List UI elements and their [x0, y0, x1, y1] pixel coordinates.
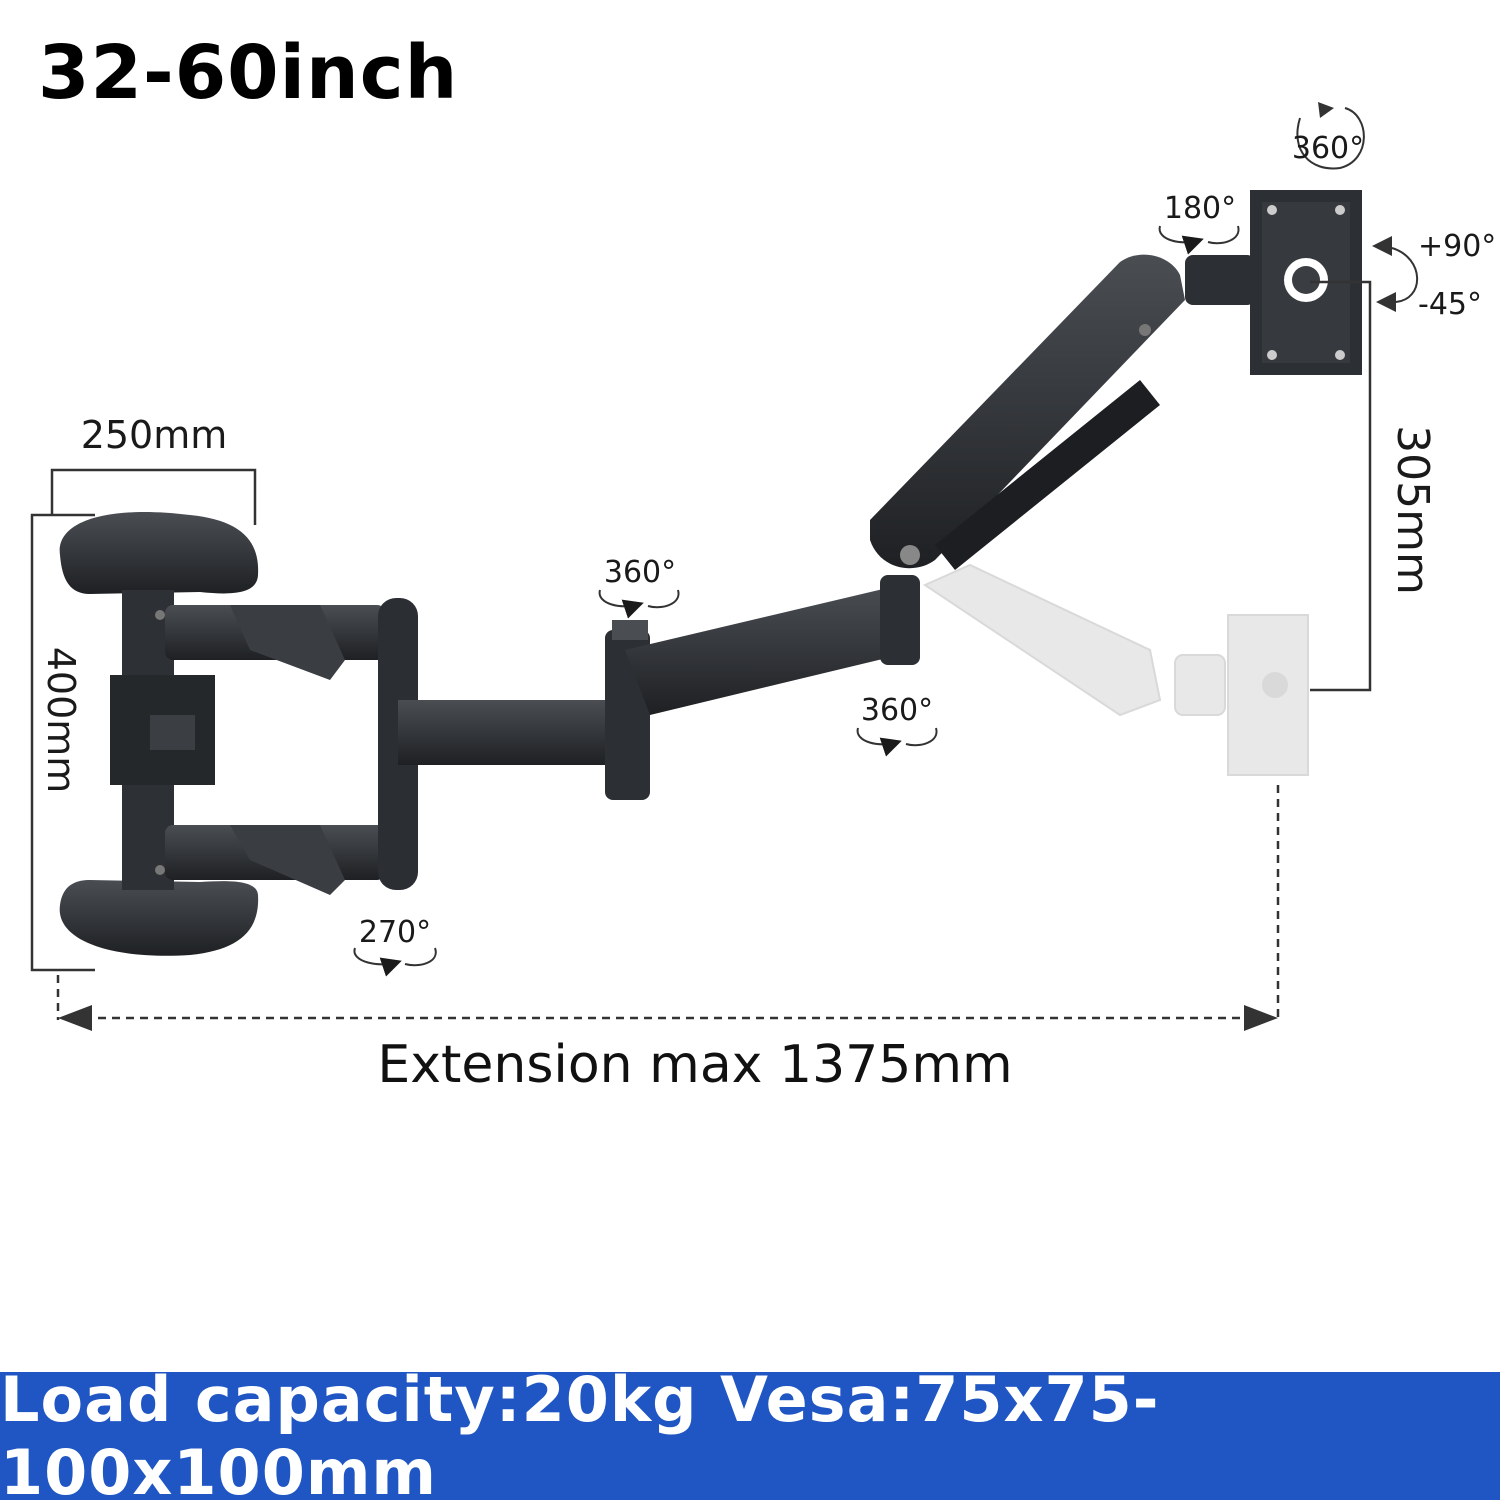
spec-footer-bar: Load capacity:20kg Vesa:75x75-100x100mm [0, 1363, 1500, 1509]
tilt-down-label: -45° [1418, 287, 1482, 322]
rotation-180-label: 180° [1164, 191, 1236, 226]
rotation-180-indicator: 180° [1158, 191, 1240, 255]
wall-plate [59, 511, 259, 956]
rotation-360-head-indicator: 360° [1292, 102, 1365, 170]
rotation-360-elbow-indicator: 360° [598, 555, 680, 619]
rotation-270-label: 270° [359, 915, 431, 950]
ghost-arm-lower-position [922, 563, 1309, 776]
width-label: 250mm [81, 413, 228, 457]
extension-label: Extension max 1375mm [377, 1035, 1013, 1095]
tilt-up-label: +90° [1418, 229, 1496, 264]
tilt-indicator: +90° -45° [1372, 229, 1496, 322]
width-dimension: 250mm [50, 413, 257, 525]
vertical-travel-label: 305mm [1387, 425, 1438, 595]
height-label: 400mm [39, 647, 83, 794]
extension-dimension [56, 785, 1280, 1031]
product-title: 32-60inch [38, 30, 459, 116]
wall-scissor-links [165, 605, 385, 895]
rotation-360-arm-indicator: 360° [856, 693, 938, 757]
spec-footer-text: Load capacity:20kg Vesa:75x75-100x100mm [0, 1363, 1160, 1509]
vertical-travel-dimension: 305mm [1310, 280, 1438, 692]
rotation-270-indicator: 270° [353, 915, 437, 977]
rotation-360-arm-label: 360° [861, 693, 933, 728]
tilt-head [1185, 190, 1362, 375]
gas-spring-arm [870, 254, 1185, 570]
monitor-arm-diagram: 250mm 400mm 305mm 270° 360° 360° 180° [30, 102, 1496, 1031]
extension-arm [398, 575, 920, 800]
rotation-360-elbow-label: 360° [604, 555, 676, 590]
height-dimension: 400mm [30, 513, 95, 972]
rotation-360-head-label: 360° [1292, 131, 1364, 166]
